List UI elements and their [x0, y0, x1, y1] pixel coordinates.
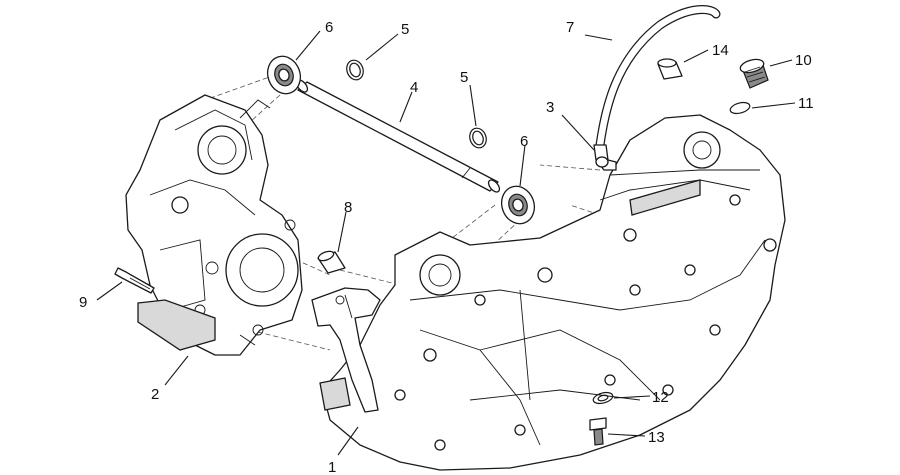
- callout-12: 12: [652, 389, 669, 406]
- breather-hose: [595, 5, 721, 150]
- washer: [592, 391, 614, 405]
- callout-9: 9: [79, 294, 87, 311]
- leader-lines: [96, 30, 796, 456]
- left-crankcase-half: [125, 94, 303, 356]
- callout-5-upper: 5: [401, 21, 409, 38]
- callout-4: 4: [410, 79, 418, 96]
- hose-fitting: [593, 144, 617, 171]
- callout-8: 8: [344, 199, 352, 216]
- drain-bolt: [589, 417, 607, 446]
- callout-labels: 1 2 3 4 5 5 6 6 7 8 9 10 11 12 13 14: [79, 19, 814, 475]
- callout-10: 10: [795, 52, 812, 69]
- callout-1: 1: [328, 459, 336, 475]
- bearing-upper: [266, 55, 302, 95]
- circlip-lower: [469, 127, 487, 149]
- right-crankcase-half: [319, 114, 786, 471]
- callout-11: 11: [798, 95, 814, 112]
- callout-2: 2: [151, 386, 159, 403]
- callout-14: 14: [712, 42, 729, 59]
- callout-5-lower: 5: [460, 69, 468, 86]
- callout-3: 3: [546, 99, 554, 116]
- long-bolt: [114, 267, 155, 294]
- filler-plug: [739, 58, 769, 89]
- callout-7: 7: [566, 19, 574, 36]
- bushing: [657, 58, 683, 80]
- o-ring: [729, 101, 751, 115]
- callout-13: 13: [648, 429, 665, 446]
- shaft: [295, 79, 501, 193]
- circlip-upper: [346, 59, 364, 81]
- selector-fork: [311, 250, 381, 413]
- callout-6-upper: 6: [325, 19, 333, 36]
- bearing-lower: [500, 185, 536, 225]
- callout-6-lower: 6: [520, 133, 528, 150]
